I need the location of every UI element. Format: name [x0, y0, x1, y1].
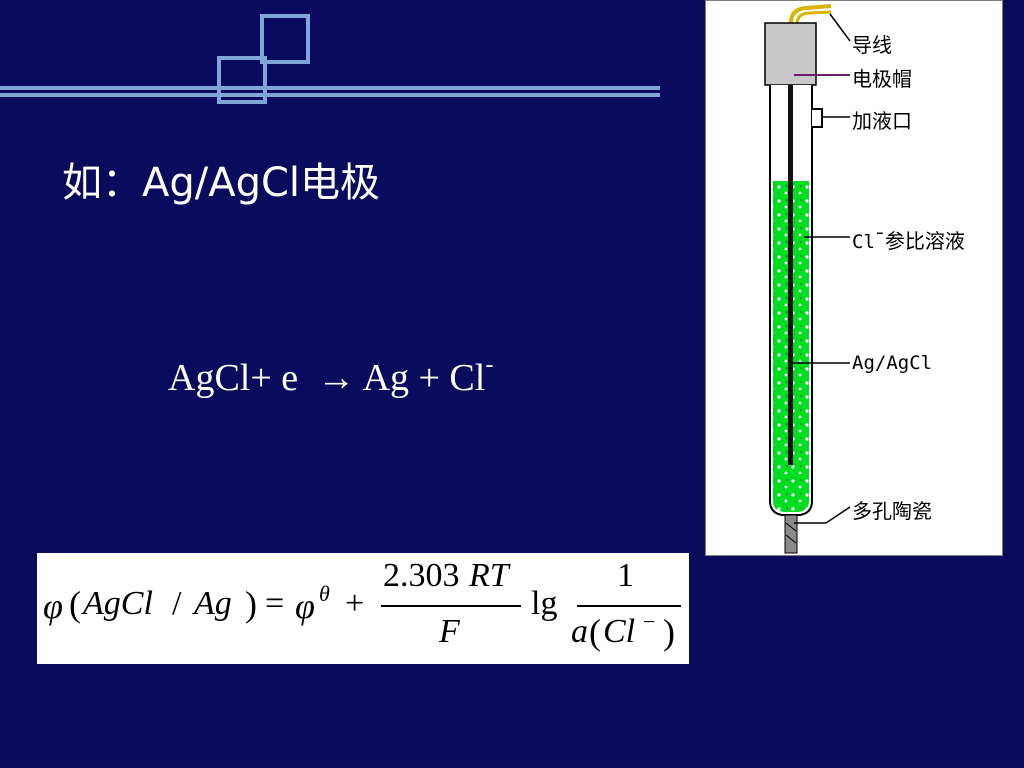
- label-solution: Cl¯参比溶液: [852, 225, 965, 254]
- label-solution-charge: ¯: [874, 229, 885, 253]
- label-wire: 导线: [852, 33, 892, 57]
- formula-denominator: F: [439, 613, 460, 650]
- formula-species-agcl: AgCl: [83, 585, 153, 622]
- reaction-products: Ag + Cl: [362, 357, 486, 399]
- page-title: 如：Ag/AgCl电极: [62, 160, 381, 206]
- formula-activity-open: (: [589, 612, 601, 652]
- leader-wire: [829, 13, 851, 42]
- nernst-formula: φ ( AgCl / Ag ) = φ θ + 2.303 RT F lg 1 …: [37, 553, 689, 664]
- agagcl-wire: [788, 85, 793, 465]
- formula-phi: φ: [43, 586, 63, 626]
- label-electrode: Ag/AgCl: [852, 352, 933, 374]
- leader-ceramic: [794, 506, 851, 524]
- fraction-bar-2: [577, 605, 681, 607]
- formula-close-paren: ): [245, 584, 257, 624]
- formula-activity: a: [571, 613, 588, 650]
- label-ceramic: 多孔陶瓷: [852, 499, 932, 523]
- fraction-bar-1: [381, 605, 521, 607]
- porous-ceramic: [784, 514, 798, 554]
- electrode-drawing: [764, 4, 851, 554]
- formula-activity-charge: −: [643, 609, 656, 634]
- deco-square: [260, 14, 310, 64]
- formula-activity-species: Cl: [603, 613, 636, 650]
- label-solution-ion: Cl: [852, 231, 875, 253]
- formula-lg: lg: [531, 585, 558, 622]
- label-fill-port: 加液口: [852, 109, 912, 133]
- reaction-charge: -: [485, 352, 494, 378]
- formula-activity-close: ): [663, 612, 675, 652]
- lead-wire: [789, 4, 832, 24]
- label-cap: 电极帽: [852, 67, 912, 91]
- formula-frac2-numerator: 1: [617, 557, 634, 594]
- formula-numerator-number: 2.303: [383, 557, 460, 594]
- formula-phi-standard: φ: [295, 586, 315, 626]
- reaction-arrow: →: [317, 357, 356, 399]
- formula-numerator-vars: RT: [469, 557, 509, 594]
- header-decoration: [0, 14, 660, 104]
- deco-square: [217, 56, 267, 104]
- formula-plus: +: [345, 585, 365, 622]
- formula-species-ag: Ag: [194, 585, 232, 622]
- formula-open-paren: (: [69, 584, 81, 624]
- label-solution-text: 参比溶液: [884, 229, 965, 253]
- fill-port: [812, 108, 823, 128]
- formula-equals: =: [265, 585, 285, 622]
- reaction-reactants: AgCl+ e: [168, 357, 299, 399]
- electrode-diagram: 导线 电极帽 加液口 Cl¯参比溶液 Ag/AgCl 多孔陶瓷: [705, 0, 1003, 556]
- reaction-equation: AgCl+ e → Ag + Cl-: [168, 353, 493, 400]
- formula-slash: /: [172, 585, 182, 622]
- formula-theta: θ: [319, 581, 330, 606]
